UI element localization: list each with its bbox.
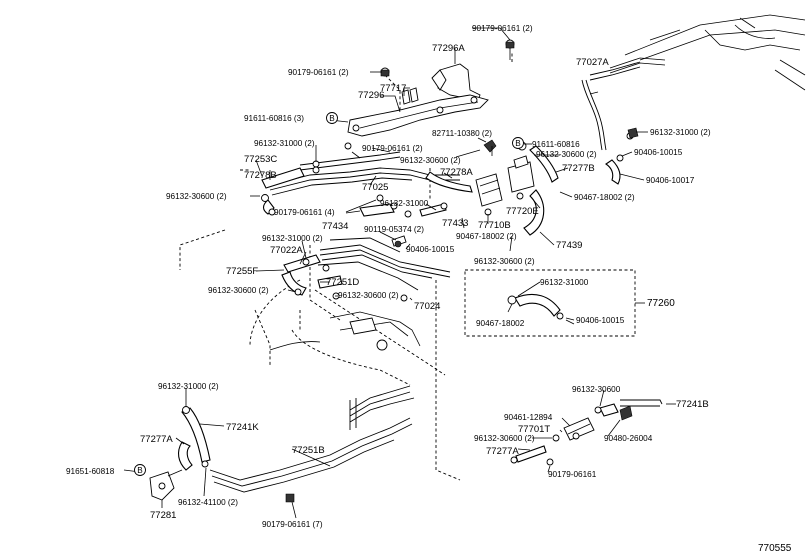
clip-82711-10380 (483, 139, 497, 156)
label-77433: 77433 (442, 218, 468, 229)
label-90179-06161-4: 90179-06161 (4) (274, 208, 335, 217)
hose-77434 (359, 194, 398, 217)
label-77717: 77717 (380, 83, 406, 94)
label-96132-31000-2-d: 96132-31000 (2) (158, 382, 219, 391)
bracket-77281 (149, 469, 183, 501)
label-90467-18002-2-a: 90467-18002 (2) (456, 232, 517, 241)
bracket-77296A (380, 39, 515, 101)
diagram-id: 770555 (758, 543, 792, 554)
hose-77253C (261, 167, 305, 189)
label-91611-60816: 91611-60816 (532, 140, 580, 149)
label-77277A-right: 77277A (486, 446, 519, 457)
label-96132-31000-b: 96132-31000 (380, 199, 429, 208)
label-96132-31000-c: 96132-31000 (540, 278, 589, 287)
label-77241B: 77241B (676, 399, 709, 410)
label-90480-26004: 90480-26004 (604, 434, 653, 443)
hose-77241K (181, 406, 211, 463)
label-96132-30600-2-f: 96132-30600 (2) (474, 257, 535, 266)
label-77296A: 77296A (432, 43, 465, 54)
label-77255F: 77255F (226, 266, 258, 277)
label-77296: 77296 (358, 90, 384, 101)
frame-lower-sketch (269, 311, 421, 351)
part-labels: 90179-06161 (2) 77296A 90179-06161 (2) 7… (66, 24, 711, 529)
label-82711-10380-2: 82711-10380 (2) (432, 129, 492, 138)
label-90179-06161: 90179-06161 (548, 470, 597, 479)
ref-marker-b-1: B (326, 112, 338, 124)
ref-marker-b-3-text: B (137, 466, 143, 475)
leader-lines (123, 27, 676, 519)
ref-marker-b-2: B (512, 137, 524, 149)
bracket-77296 (347, 87, 489, 137)
label-77251B: 77251B (292, 445, 325, 456)
label-90179-06161-7: 90179-06161 (7) (262, 520, 323, 529)
label-90179-06161-2-mid: 90179-06161 (2) (362, 144, 423, 153)
hose-77277A-right (510, 445, 554, 466)
label-77260: 77260 (647, 298, 675, 309)
label-77277A-left: 77277A (140, 434, 173, 445)
label-90406-10017: 90406-10017 (646, 176, 695, 185)
label-96132-30600-2-b: 96132-30600 (2) (208, 286, 269, 295)
label-90179-06161-2-left: 90179-06161 (2) (288, 68, 349, 77)
label-96132-30600-2-d: 96132-30600 (2) (400, 156, 461, 165)
valve-77720E (507, 155, 535, 200)
label-77278B: 77278B (244, 170, 277, 181)
label-77281: 77281 (150, 510, 176, 521)
ref-marker-b-3: B (134, 464, 146, 476)
label-90119-05374-2: 90119-05374 (2) (364, 225, 424, 234)
tube-bundle-77251B (209, 385, 415, 493)
label-90467-18002-2-b: 90467-18002 (2) (574, 193, 635, 202)
label-77277B: 77277B (562, 163, 595, 174)
hose-77027A (581, 61, 641, 151)
clamps-bottom (201, 460, 295, 503)
valve-77701T (552, 417, 595, 442)
label-77439: 77439 (556, 240, 582, 251)
label-96132-30600: 96132-30600 (572, 385, 621, 394)
label-90406-10015-b: 90406-10015 (634, 148, 683, 157)
label-90179-06161-2-top: 90179-06161 (2) (472, 24, 533, 33)
valve-77710B (475, 173, 503, 216)
label-77434: 77434 (322, 221, 348, 232)
label-77278A: 77278A (440, 167, 473, 178)
hose-77241B (594, 399, 663, 421)
label-91611-60816-3: 91611-60816 (3) (244, 114, 304, 123)
label-96132-31000-2-a: 96132-31000 (2) (254, 139, 315, 148)
hose-77439 (523, 189, 545, 236)
bolt-90119-05374 (391, 235, 407, 248)
label-90406-10015-a: 90406-10015 (406, 245, 455, 254)
hose-77278A (425, 171, 473, 193)
label-77720E: 77720E (506, 206, 539, 217)
ref-marker-b-2-text: B (515, 139, 521, 148)
label-77251D: 77251D (326, 277, 359, 288)
label-96132-30600-2-a: 96132-30600 (2) (166, 192, 227, 201)
label-77027A: 77027A (576, 57, 609, 68)
label-77253C: 77253C (244, 154, 277, 165)
label-96132-30600-2-e: 96132-30600 (2) (536, 150, 597, 159)
label-77241K: 77241K (226, 422, 259, 433)
hose-77433 (404, 202, 448, 218)
hose-77277B (605, 127, 639, 185)
tube-bundle-77024 (317, 237, 451, 291)
tank-corner-sketch (609, 14, 806, 91)
label-90467-18002: 90467-18002 (476, 319, 525, 328)
ref-marker-b-1-text: B (329, 114, 335, 123)
label-91651-60818: 91651-60818 (66, 467, 115, 476)
label-77710B: 77710B (478, 220, 511, 231)
label-77024: 77024 (414, 301, 440, 312)
label-77022A: 77022A (270, 245, 303, 256)
label-77701T: 77701T (518, 424, 550, 435)
hose-77277A-left (177, 441, 193, 471)
label-96132-31000-2-c: 96132-31000 (2) (650, 128, 711, 137)
label-96132-30600-2-g: 96132-30600 (2) (474, 434, 535, 443)
label-90461-12894: 90461-12894 (504, 413, 553, 422)
label-96132-41100-2: 96132-41100 (2) (178, 498, 238, 507)
box-77260 (464, 269, 645, 337)
label-77025: 77025 (362, 182, 388, 193)
label-90406-10015-c: 90406-10015 (576, 316, 625, 325)
label-96132-30600-2-c: 96132-30600 (2) (338, 291, 399, 300)
label-96132-31000-2-b: 96132-31000 (2) (262, 234, 323, 243)
hose-77022A (283, 254, 321, 273)
